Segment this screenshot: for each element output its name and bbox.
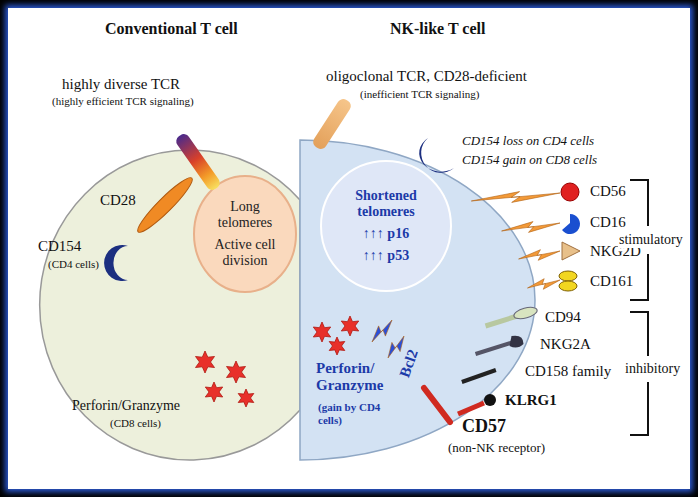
label-text: (inefficient TCR signaling) — [360, 88, 479, 101]
label-text: Perforin/Granzyme — [72, 398, 180, 414]
label-text: CD154 — [38, 238, 81, 255]
nucleus-text: Long telomeres — [207, 199, 283, 231]
nucleus-text: ↑↑↑ p53 — [363, 248, 409, 264]
label-text: CD56 — [590, 183, 626, 200]
nucleus: Long telomeresActive cell division — [193, 175, 297, 293]
label-text: CD94 — [545, 309, 581, 326]
label-text: oligoclonal TCR, CD28-deficient — [326, 68, 527, 85]
label-text: Bcl2 — [396, 347, 422, 380]
label-text: KLRG1 — [505, 392, 557, 409]
label-text: (non-NK receptor) — [448, 441, 545, 456]
nucleus-text: ↑↑↑ p16 — [363, 226, 409, 242]
cell-outline — [193, 175, 297, 293]
label-text: (gain by CD4 cells) — [318, 401, 390, 426]
label-text: CD161 — [590, 273, 633, 290]
label-text: CD28 — [100, 192, 136, 209]
cell-heading: NK-like T cell — [390, 20, 485, 38]
label-text: CD158 family — [525, 363, 611, 380]
label-text: CD16 — [590, 214, 626, 231]
label-text: CD154 loss on CD4 cells — [462, 134, 594, 149]
label-text: (highly efficient TCR signaling) — [52, 95, 194, 108]
nucleus-text: Shortened telomeres — [334, 188, 438, 220]
cell-heading: Conventional T cell — [105, 20, 238, 38]
label-text: CD154 gain on CD8 cells — [462, 153, 597, 168]
label-text: highly diverse TCR — [62, 76, 180, 93]
label-text: (CD8 cells) — [110, 417, 161, 430]
label-text: stimulatory — [618, 232, 684, 248]
nucleus-text: Active cell division — [207, 237, 283, 269]
label-text: CD57 — [462, 416, 506, 437]
label-text: inhibitory — [624, 361, 681, 377]
label-text: Perforin/ Granzyme — [316, 360, 396, 395]
label-text: (CD4 cells) — [48, 258, 99, 271]
label-text: NKG2A — [540, 336, 591, 353]
nucleus: Shortened telomeres ↑↑↑ p16 ↑↑↑ p53 — [320, 160, 452, 292]
